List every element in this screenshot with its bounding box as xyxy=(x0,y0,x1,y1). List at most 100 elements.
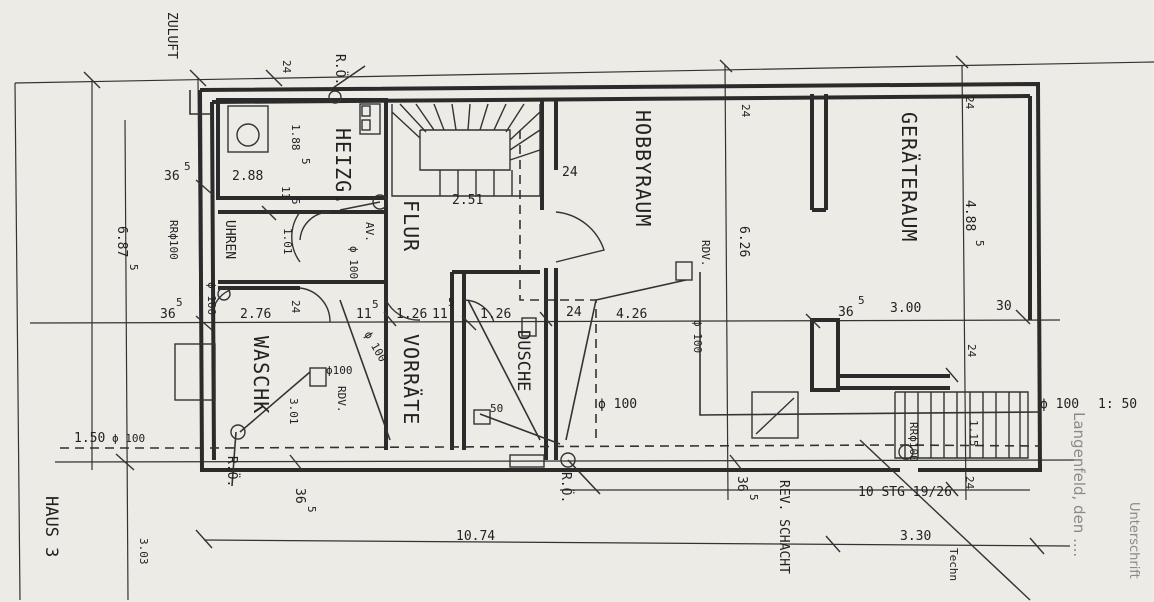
bottom-window xyxy=(509,454,545,468)
label-rdv-wasch: RDV. xyxy=(335,386,348,413)
dim-heizg-w: 2.88 xyxy=(232,169,263,184)
drain-pipes xyxy=(60,65,1041,495)
dim-total-h: 6.87 xyxy=(114,226,129,257)
dim-bottom-36a: 36 xyxy=(292,488,307,504)
dim-wasch-side-sup: 5 xyxy=(176,296,183,309)
flur-staircase xyxy=(391,103,541,197)
dim-pipe-50: 50 xyxy=(490,402,503,415)
dim-flur-w: 2.51 xyxy=(452,193,483,208)
dim-heizg-side-sup: 5 xyxy=(184,160,191,173)
dusche-drain xyxy=(521,317,537,337)
rr-left-circle xyxy=(217,287,231,301)
label-ro-top: R.Ö. xyxy=(332,54,349,85)
label-rdv-hobby: RDV. xyxy=(699,240,712,267)
dim-heizg-inner-sup: 5 xyxy=(299,158,312,165)
room-dusche: DUSCHE xyxy=(513,330,533,391)
dim-flur-wall: 24 xyxy=(562,165,578,180)
dim-geraet-side-sup: 5 xyxy=(858,294,865,307)
dim-bottom-36b: 36 xyxy=(734,476,749,492)
dim-zuluft-24: 24 xyxy=(280,60,293,74)
room-heizung: HEIZG. xyxy=(331,128,355,206)
exterior-staircase xyxy=(859,391,1031,601)
pillar-wall xyxy=(810,318,840,392)
label-zuluft: ZULUFT xyxy=(164,12,179,59)
dim-heizg-inner: 1.88 xyxy=(289,124,302,151)
dim-dusche-w: 1.26 xyxy=(480,307,511,322)
dim-total-h-sup: 5 xyxy=(127,264,140,271)
label-pipe-100-a: ϕ 100 xyxy=(691,320,704,353)
dimension-frame xyxy=(14,61,1154,601)
dim-hobby-h: 6.26 xyxy=(736,226,751,257)
label-pipe-100-e: ϕ 100 xyxy=(1040,397,1079,412)
window-left xyxy=(174,343,216,401)
dim-geraet-wall-top: 24 xyxy=(963,96,976,110)
dim-stair-wall: 24 xyxy=(963,476,976,490)
dim-dusche-wall: 24 xyxy=(566,305,582,320)
boiler-box xyxy=(227,105,269,153)
rdv-hobby-box xyxy=(675,261,693,281)
dim-heizg-h-sup: 5 xyxy=(289,198,302,205)
label-scale: 1: 50 xyxy=(1098,397,1137,412)
dim-wasch-side: 36 xyxy=(160,307,176,322)
label-rev-schacht: REV. SCHACHT xyxy=(776,480,791,574)
room-flur: FLUR xyxy=(399,200,423,252)
dim-heizg-h: 11 xyxy=(279,186,292,199)
dim-wasch-w: 2.76 xyxy=(240,307,271,322)
dim-wasch-h: 3.01 xyxy=(287,398,300,425)
room-vorraete: VORRÄTE xyxy=(399,334,423,425)
label-ro-bottom: R.Ö. xyxy=(558,472,575,503)
label-ro-left: R.Ö. xyxy=(224,456,241,487)
dim-bottom-36a-sup: 5 xyxy=(305,506,318,513)
boiler-circle xyxy=(236,123,260,147)
label-stairs-note: 10 STG 19/26 xyxy=(858,485,952,500)
room-geraeteraum: GERÄTERAUM xyxy=(897,112,921,242)
label-pipe-100-left: ϕ 100 xyxy=(112,432,145,445)
dim-left-150: 1.50 xyxy=(74,431,105,446)
dim-geraet-h-sup: 5 xyxy=(973,240,986,247)
ro-top-circle xyxy=(328,90,342,104)
room-uhren: UHREN xyxy=(222,220,237,259)
dim-bottom-36b-sup: 5 xyxy=(747,494,760,501)
room-waschkueche: WASCHK xyxy=(249,336,273,414)
dim-vorr-wall2-sup: 5 xyxy=(448,296,455,309)
door-swings xyxy=(211,211,605,323)
label-house: HAUS 3 xyxy=(41,496,61,557)
label-rr-100-right: RRϕ100 xyxy=(907,422,920,462)
label-stamp: Unterschrift xyxy=(1126,502,1141,579)
dim-hobby-wall: 24 xyxy=(739,104,752,118)
dim-heizg-side: 36 xyxy=(164,169,180,184)
dim-hobby-w: 4.26 xyxy=(616,307,647,322)
label-techn: Techn xyxy=(947,548,960,581)
dim-vorr-wall2: 11 xyxy=(432,307,448,322)
dim-vorr-wall-sup: 5 xyxy=(372,298,379,311)
dim-geraet-side: 36 xyxy=(838,305,854,320)
dim-uhren-h: 1.01 xyxy=(281,228,294,255)
dim-left-303: 3.03 xyxy=(137,538,150,565)
fixtures xyxy=(174,90,914,468)
ro-left-circle xyxy=(230,424,246,440)
dim-stair-w: 3.30 xyxy=(900,529,931,544)
dim-geraet-wall: 30 xyxy=(996,299,1012,314)
label-pipe-100-d: ϕ100 xyxy=(326,364,353,377)
ro-heizg-circle xyxy=(372,194,388,210)
dim-geraet-h: 4.88 xyxy=(962,200,977,231)
label-pipe-100-b: ϕ 100 xyxy=(598,397,637,412)
label-place-date: Langenfeld, den .... xyxy=(1070,412,1088,557)
heater-box xyxy=(359,103,381,135)
label-rr-100-left: RRϕ100 xyxy=(167,220,180,260)
label-pipe-100-flur: ϕ 100 xyxy=(347,246,360,279)
dim-geraet-wall-bottom: 24 xyxy=(965,344,978,358)
label-heizg-av: AV. xyxy=(363,222,376,242)
rdv-wasch-box xyxy=(309,367,327,387)
dim-vorr-wall: 11 xyxy=(356,307,372,322)
dim-wasch-wall: 24 xyxy=(289,300,302,314)
dim-stair-115: 1.15 xyxy=(967,420,980,447)
room-hobbyraum: HOBBYRAUM xyxy=(631,110,655,227)
ro-bottom-circle xyxy=(560,452,576,468)
dimension-ticks xyxy=(83,55,1045,555)
dim-vorr-w: 1.26 xyxy=(396,307,427,322)
dim-geraet-w: 3.00 xyxy=(890,301,921,316)
label-pipe-100-exit: ϕ 100 xyxy=(205,282,218,315)
dim-bottom-total: 10.74 xyxy=(456,529,495,544)
